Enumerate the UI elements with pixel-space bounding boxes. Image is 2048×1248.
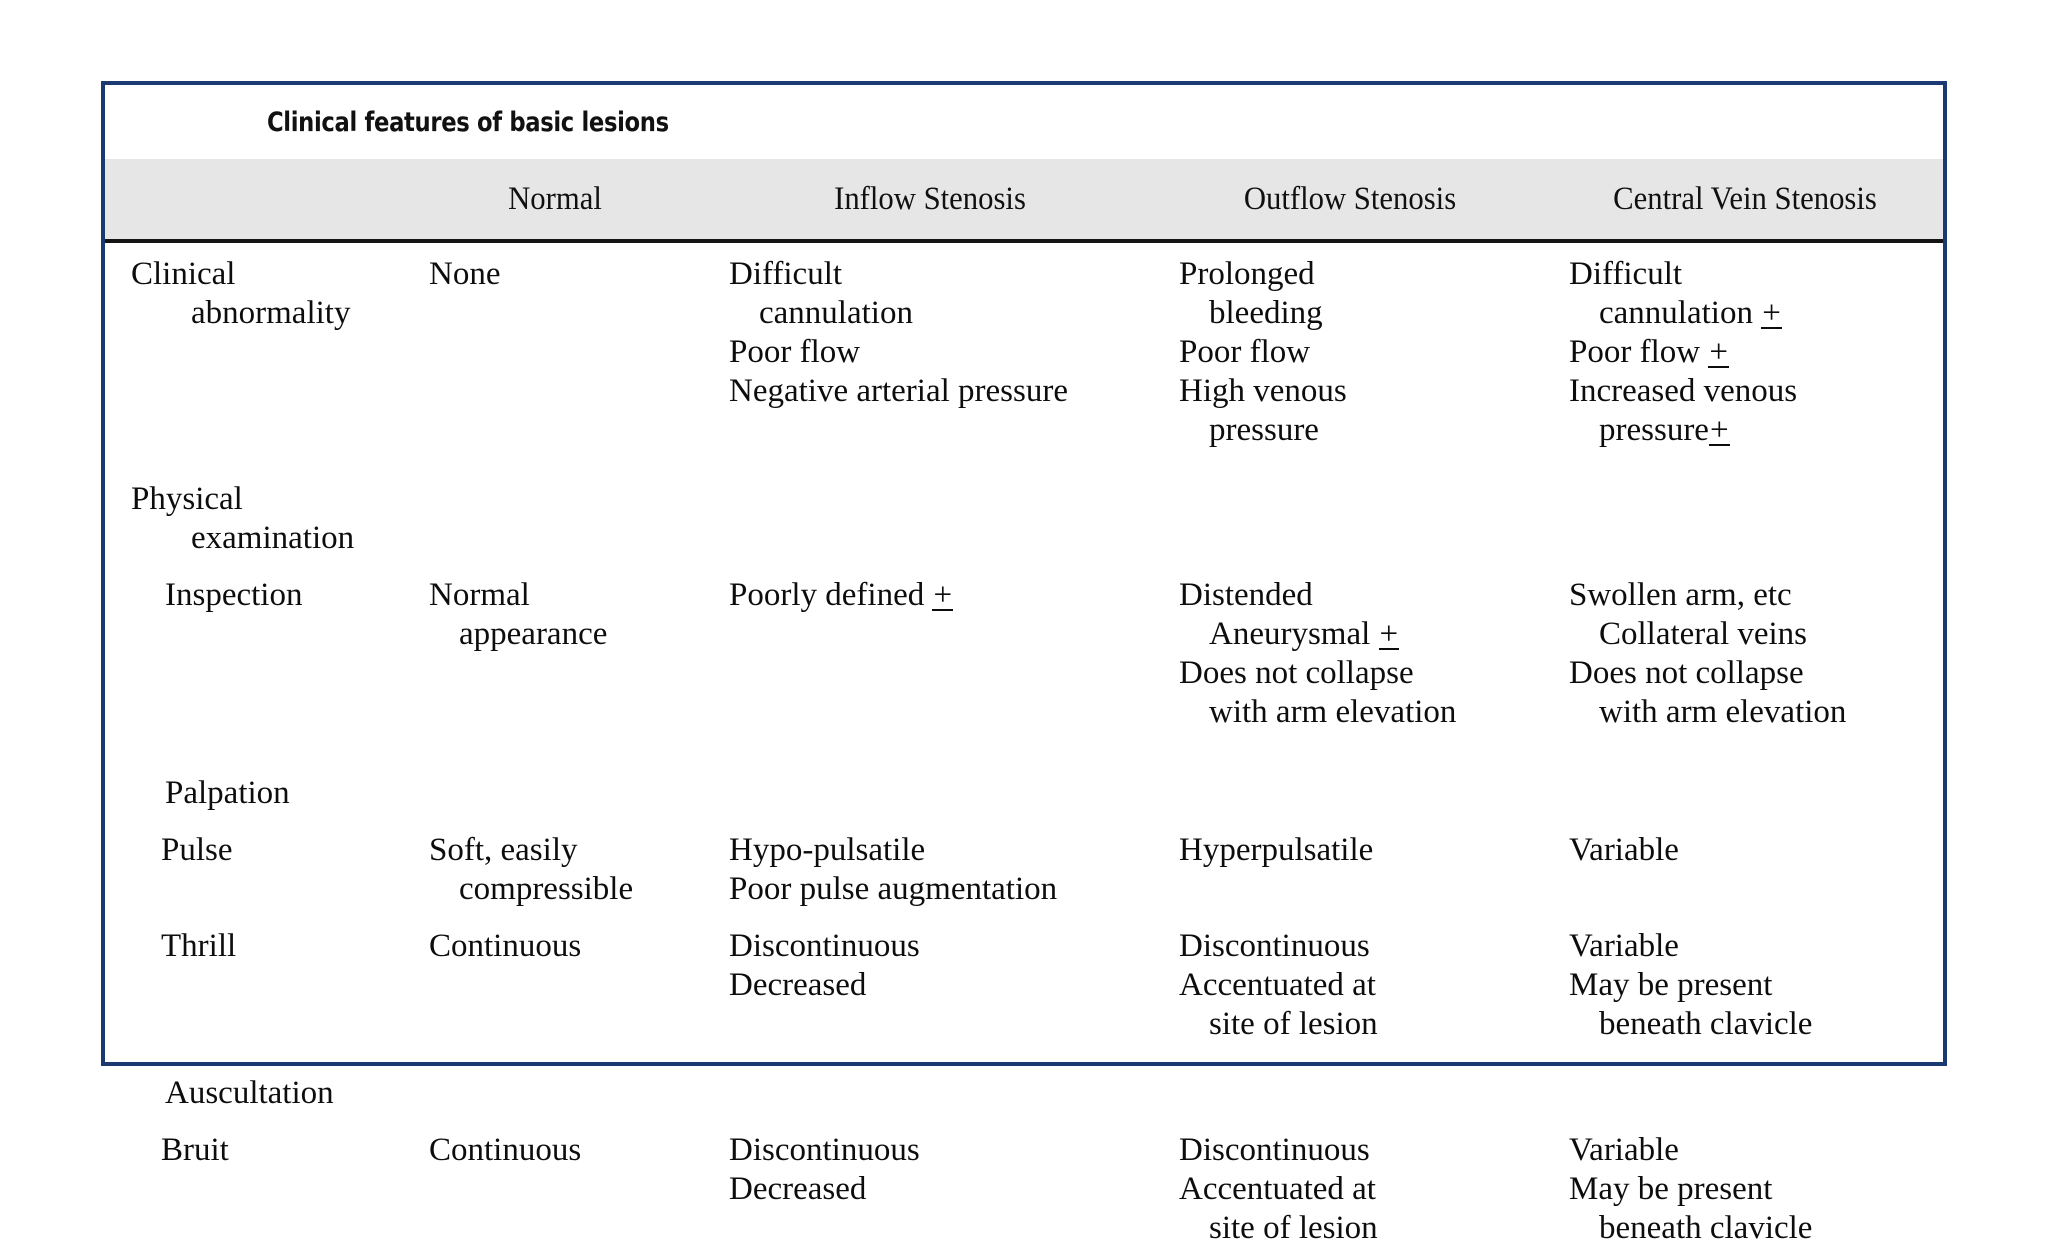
table-title: Clinical features of basic lesions bbox=[267, 106, 669, 138]
cell-normal bbox=[405, 774, 705, 813]
plus-minus-symbol: + bbox=[1708, 412, 1730, 448]
cell-central-vein-stenosis bbox=[1545, 480, 1945, 519]
cell-central-vein-stenosis bbox=[1545, 1074, 1945, 1113]
cell-inflow-stenosis bbox=[705, 774, 1155, 813]
row-label-cell: Inspection bbox=[165, 577, 303, 613]
row-spacer bbox=[105, 558, 1943, 576]
cell-normal: Continuous bbox=[429, 1132, 582, 1168]
column-header-central-vein-stenosis: Central Vein Stenosis bbox=[1613, 180, 1877, 217]
row-spacer bbox=[105, 732, 1943, 774]
row-label-cell: Thrill bbox=[161, 928, 237, 964]
cell-normal bbox=[405, 480, 705, 519]
plus-minus-symbol: + bbox=[932, 577, 954, 613]
plus-minus-symbol: + bbox=[1708, 334, 1729, 370]
plus-minus-symbol: + bbox=[1761, 295, 1782, 331]
row-label-cell: Pulse bbox=[161, 832, 233, 868]
cell-outflow-stenosis: Hyperpulsatile bbox=[1179, 832, 1374, 868]
table-row: Auscultation bbox=[105, 1074, 1943, 1113]
cell-central-vein-stenosis bbox=[1545, 774, 1945, 813]
plus-minus-symbol: + bbox=[1378, 616, 1400, 652]
cell-inflow-stenosis bbox=[705, 1074, 1155, 1113]
cell-outflow-stenosis bbox=[1155, 1074, 1545, 1113]
cell-outflow-stenosis bbox=[1155, 480, 1545, 519]
row-label-cell: Bruit bbox=[161, 1132, 229, 1168]
table-header-row: Normal Inflow Stenosis Outflow Stenosis … bbox=[105, 159, 1943, 243]
row-spacer bbox=[105, 1113, 1943, 1131]
cell-normal: Continuous bbox=[429, 928, 582, 964]
cell-inflow-stenosis bbox=[705, 480, 1155, 519]
cell-central-vein-stenosis: Variable bbox=[1569, 832, 1679, 868]
table-title-band: Clinical features of basic lesions bbox=[105, 85, 1943, 159]
cell-normal: None bbox=[429, 256, 501, 292]
column-header-outflow-stenosis: Outflow Stenosis bbox=[1243, 180, 1457, 217]
column-header-inflow-stenosis: Inflow Stenosis bbox=[834, 180, 1026, 217]
cell-inflow-stenosis: Poorly defined + bbox=[729, 577, 954, 613]
cell-normal bbox=[405, 1074, 705, 1113]
column-header-normal: Normal bbox=[508, 180, 602, 217]
row-spacer bbox=[105, 813, 1943, 831]
cell-outflow-stenosis bbox=[1155, 774, 1545, 813]
row-spacer bbox=[105, 450, 1943, 480]
clinical-features-table: Clinical features of basic lesions Norma… bbox=[101, 81, 1947, 1246]
row-label-cell: Palpation bbox=[165, 775, 290, 811]
row-spacer bbox=[105, 1044, 1943, 1074]
page-canvas: Clinical features of basic lesions Norma… bbox=[101, 81, 1947, 1246]
row-spacer bbox=[105, 909, 1943, 927]
table-row: Palpation bbox=[105, 774, 1943, 813]
row-label-cell: Auscultation bbox=[165, 1075, 334, 1111]
